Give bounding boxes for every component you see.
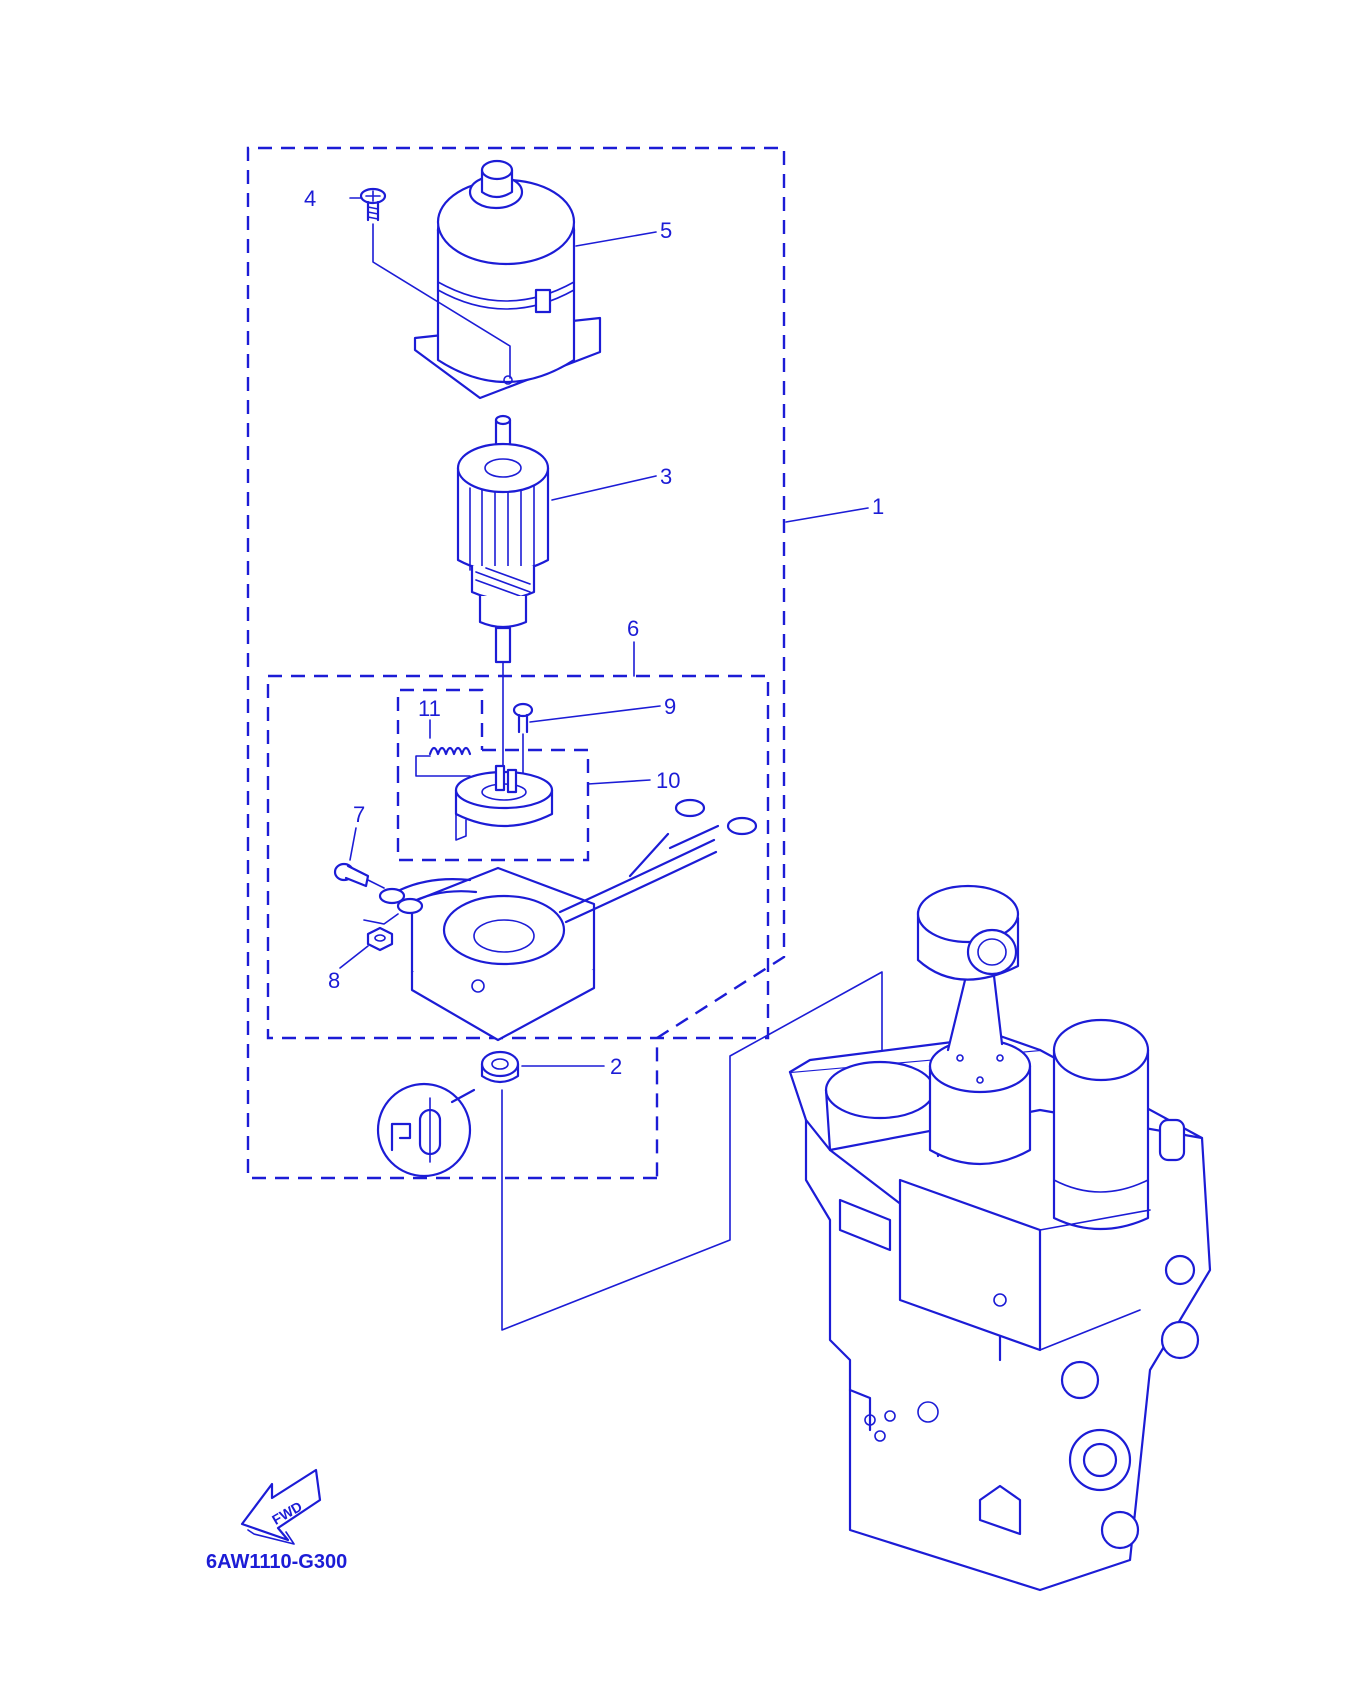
power-tilt-unit-assembly bbox=[788, 884, 1212, 1592]
part-5-motor-yoke bbox=[413, 159, 602, 400]
part-10-brush-holder bbox=[454, 764, 554, 841]
part-6-brush-plate bbox=[378, 798, 758, 1042]
callout-3: 3 bbox=[660, 464, 672, 489]
callout-1: 1 bbox=[872, 494, 884, 519]
leader-lines bbox=[339, 197, 869, 1067]
part-7-bolt bbox=[333, 862, 385, 889]
grease-symbol-icon bbox=[376, 1082, 476, 1178]
part-9-screw bbox=[512, 702, 534, 777]
callout-5: 5 bbox=[660, 218, 672, 243]
callout-7: 7 bbox=[353, 802, 365, 827]
drawing-code: 6AW1110-G300 bbox=[206, 1551, 347, 1573]
fwd-arrow-icon: FWD bbox=[240, 1468, 322, 1545]
callout-labels: 1 2 3 4 5 6 7 8 9 10 11 bbox=[304, 186, 884, 1079]
part-2-oil-seal bbox=[480, 971, 883, 1331]
part-8-nut bbox=[363, 913, 399, 952]
assembly-10-boundary bbox=[396, 748, 590, 862]
callout-8: 8 bbox=[328, 968, 340, 993]
assembly-6-boundary bbox=[266, 674, 770, 1040]
callout-9: 9 bbox=[664, 694, 676, 719]
callout-10: 10 bbox=[656, 768, 680, 793]
callout-4: 4 bbox=[304, 186, 316, 211]
part-4-screw bbox=[359, 187, 511, 379]
callout-6: 6 bbox=[627, 616, 639, 641]
callout-2: 2 bbox=[610, 1054, 622, 1079]
callout-11: 11 bbox=[418, 696, 441, 721]
part-3-armature bbox=[456, 414, 550, 664]
